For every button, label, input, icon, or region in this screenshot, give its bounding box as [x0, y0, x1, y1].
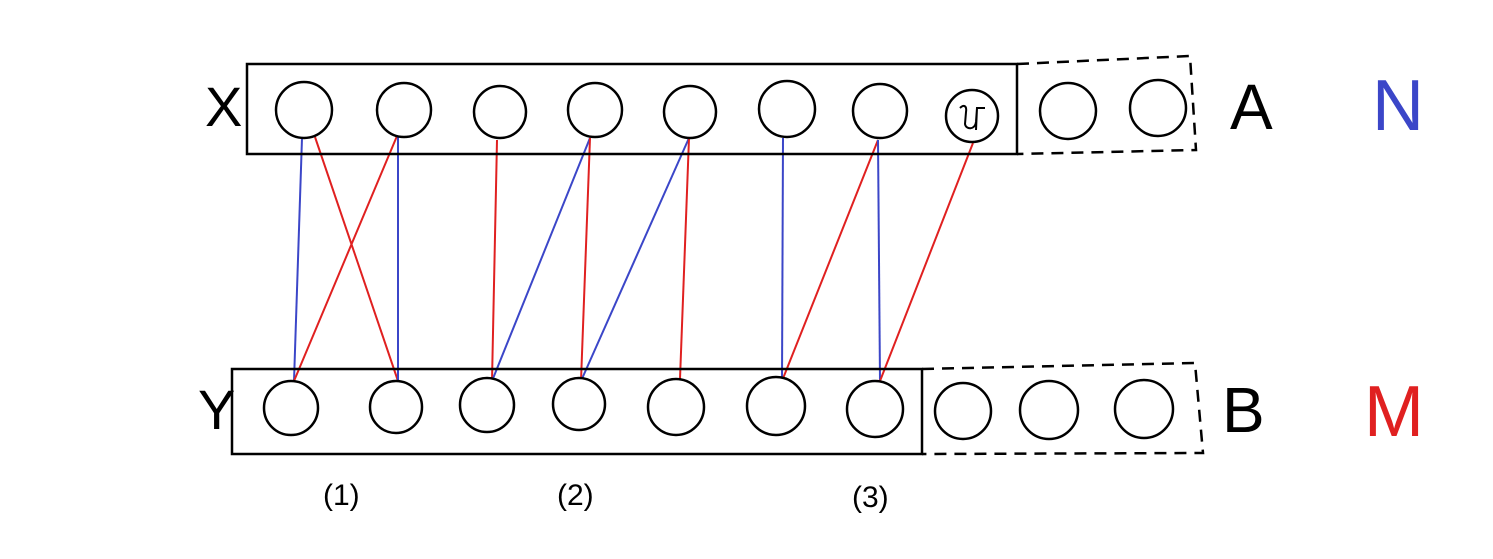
legend-red-label: M — [1364, 372, 1424, 452]
bottom-row-box — [230, 367, 924, 456]
bottom-row-label: Y — [198, 378, 235, 441]
top-node-1 — [375, 81, 433, 139]
edge-red-0-1 — [314, 136, 399, 382]
bottom-node-3 — [551, 376, 607, 432]
group-label-2: (2) — [557, 479, 594, 512]
bottom-extra-node-9 — [1113, 378, 1175, 440]
edge-blue-5-5 — [781, 137, 784, 382]
group-label-1: (1) — [323, 479, 360, 512]
top-row-dashed-extension — [1016, 54, 1198, 156]
bottom-node-6 — [845, 379, 905, 439]
nodes-layer — [262, 78, 1188, 441]
top-row-label: X — [205, 75, 242, 138]
edge-blue-6-6 — [877, 139, 881, 382]
bottom-row-dashed-extension — [921, 361, 1205, 456]
edge-blue-3-2 — [491, 137, 591, 382]
group-label-3: (3) — [852, 481, 889, 514]
top-extra-node-8 — [1038, 81, 1098, 141]
top-node-5 — [757, 79, 817, 139]
legend-blue-label: N — [1372, 66, 1424, 146]
top-node-2 — [472, 84, 528, 140]
bottom-extra-node-7 — [933, 381, 993, 441]
top-node-7 — [944, 88, 1000, 144]
edge-red-3-3 — [580, 137, 591, 382]
edge-red-1-0 — [293, 135, 398, 382]
top-row-box — [245, 62, 1019, 156]
top-node-6 — [851, 82, 909, 140]
bottom-extra-node-8 — [1018, 379, 1080, 441]
edges-layer — [293, 135, 974, 382]
special-node-glyph-icon — [959, 104, 985, 131]
bottom-node-1 — [368, 379, 424, 435]
top-node-3 — [566, 81, 624, 139]
edge-blue-0-0 — [293, 137, 303, 382]
edge-red-4-4 — [679, 137, 690, 380]
edge-red-7-6 — [879, 142, 974, 382]
bottom-node-0 — [262, 379, 320, 437]
top-node-0 — [274, 80, 334, 140]
edge-blue-4-3 — [580, 137, 690, 382]
bottom-node-5 — [745, 375, 807, 437]
top-node-4 — [662, 84, 718, 140]
bottom-node-4 — [646, 377, 706, 437]
edge-red-6-5 — [781, 139, 879, 382]
top-set-label: A — [1230, 71, 1273, 143]
bottom-node-2 — [458, 376, 516, 434]
edge-red-2-2 — [491, 139, 498, 382]
bottom-set-label: B — [1222, 374, 1265, 446]
top-extra-node-9 — [1128, 78, 1188, 138]
